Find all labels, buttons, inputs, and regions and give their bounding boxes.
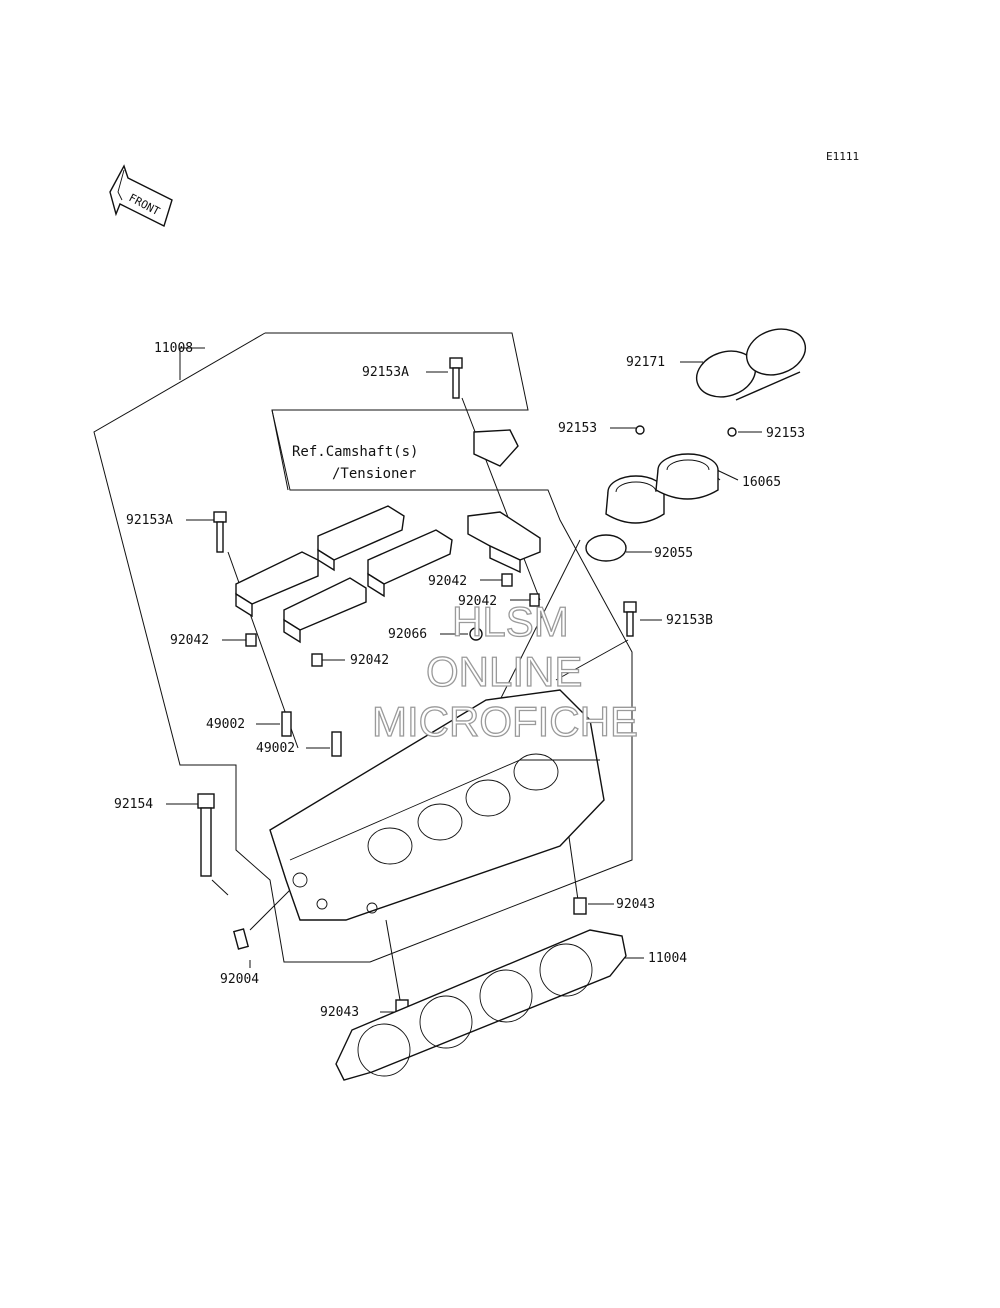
stud-49002 xyxy=(281,711,292,737)
label-92154: 92154 xyxy=(114,797,153,812)
label-16065: 16065 xyxy=(742,475,781,490)
stud-92004 xyxy=(232,928,250,950)
label-92153A-top: 92153A xyxy=(362,365,409,380)
stud-49002 xyxy=(331,731,342,757)
label-92042-mid: 92042 xyxy=(428,574,467,589)
label-92153-right: 92153 xyxy=(766,426,805,441)
label-92171: 92171 xyxy=(626,355,665,370)
reference-note-line1: Ref.Camshaft(s) xyxy=(292,444,418,460)
label-92042-right: 92042 xyxy=(458,594,497,609)
label-11008: 11008 xyxy=(154,341,193,356)
reference-frame xyxy=(271,409,289,491)
label-92043-right: 92043 xyxy=(616,897,655,912)
label-92043-low: 92043 xyxy=(320,1005,359,1020)
cam-cap-right xyxy=(467,511,541,574)
group-outline-11008 xyxy=(93,332,633,963)
label-49002-a: 49002 xyxy=(206,717,245,732)
washer-92066 xyxy=(469,627,483,641)
dowel-92042 xyxy=(311,653,323,667)
screw-92153 xyxy=(727,427,737,437)
label-11004: 11004 xyxy=(648,951,687,966)
label-92055: 92055 xyxy=(654,546,693,561)
camshaft-cap-group xyxy=(235,505,541,644)
label-92153B: 92153B xyxy=(666,613,713,628)
label-92042-low: 92042 xyxy=(350,653,389,668)
reference-note-line2: /Tensioner xyxy=(332,466,416,482)
label-92042-left: 92042 xyxy=(170,633,209,648)
label-92153A-left: 92153A xyxy=(126,513,173,528)
cylinder-head xyxy=(269,689,605,921)
dowel-92042 xyxy=(245,633,257,647)
o-ring-92055 xyxy=(585,534,627,562)
front-arrow-icon: FRONT xyxy=(109,164,173,227)
bolt-92153A-left xyxy=(213,511,227,553)
cam-cap xyxy=(317,505,405,572)
diagram-code: E1111 xyxy=(826,150,859,163)
cam-cap xyxy=(367,529,453,598)
watermark-line1: HLSM xyxy=(452,598,569,645)
dowel-92042 xyxy=(501,573,513,587)
clamp-92171 xyxy=(695,328,807,401)
cam-cap xyxy=(235,551,319,618)
cam-cap xyxy=(283,577,367,644)
dowel-92042 xyxy=(529,593,540,607)
watermark-line3: MICROFICHE xyxy=(372,698,638,745)
label-92066: 92066 xyxy=(388,627,427,642)
screw-92153 xyxy=(635,425,645,435)
bolt-92153A-top xyxy=(449,357,463,399)
label-92153-left: 92153 xyxy=(558,421,597,436)
watermark-line2: ONLINE xyxy=(426,648,582,695)
bolt-92154 xyxy=(197,793,215,877)
bracket-ref xyxy=(473,429,519,467)
head-gasket-11004 xyxy=(335,929,627,1081)
bolt-92153B xyxy=(623,601,637,637)
intake-holder-16065 xyxy=(605,453,719,524)
label-49002-b: 49002 xyxy=(256,741,295,756)
dowel-92043 xyxy=(573,897,587,915)
label-92004: 92004 xyxy=(220,972,259,987)
